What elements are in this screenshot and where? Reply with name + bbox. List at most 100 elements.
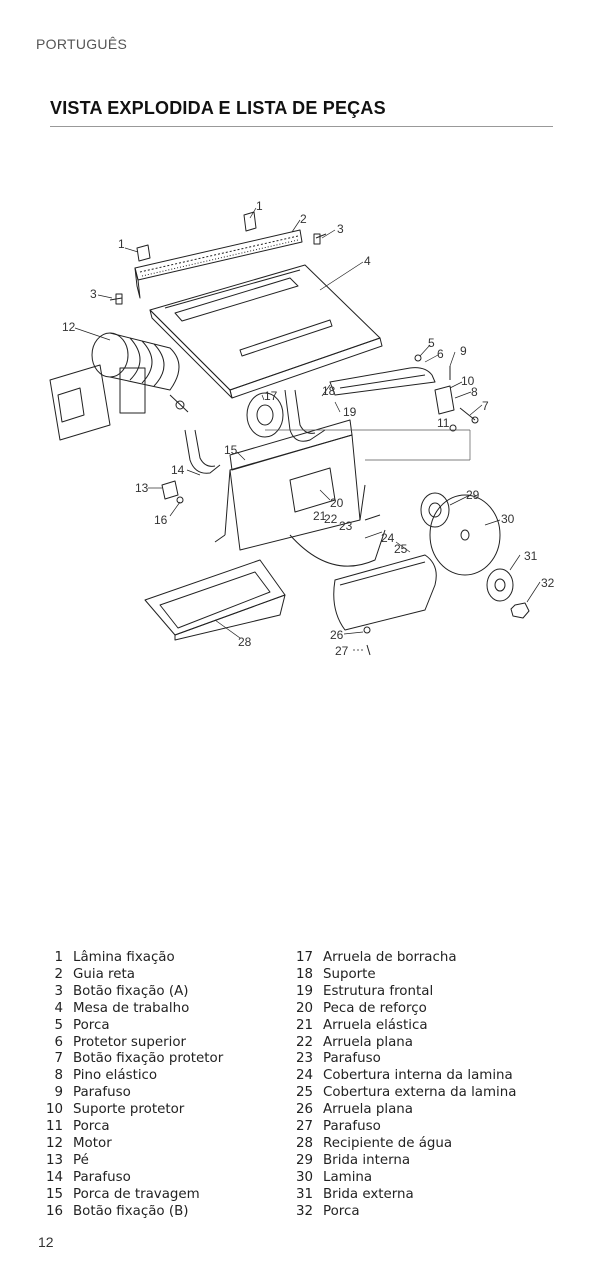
- callout-7: 7: [482, 399, 489, 413]
- part-number: 8: [54, 1068, 63, 1084]
- part-name: Botão fixação (B): [73, 1203, 189, 1219]
- page-title: VISTA EXPLODIDA E LISTA DE PEÇAS: [50, 98, 386, 118]
- clamp-blade-right: [243, 211, 257, 232]
- part-name: Parafuso: [73, 1085, 131, 1101]
- part-name: Motor: [73, 1135, 112, 1151]
- reinforcement-plate: [289, 467, 336, 513]
- part-number: 5: [54, 1017, 63, 1033]
- callout-9: 9: [460, 344, 467, 358]
- motor-part: [49, 332, 189, 441]
- callout-1b: 1: [118, 237, 125, 251]
- part-number: 30: [295, 1169, 313, 1185]
- callout-23: 23: [339, 519, 353, 533]
- upper-guard-part: [329, 367, 436, 396]
- part-number: 7: [54, 1051, 63, 1067]
- page-number: 12: [38, 1234, 54, 1250]
- callout-10: 10: [461, 374, 475, 388]
- part-name: Parafuso: [73, 1169, 131, 1185]
- part-row: 25 Cobertura externa da lamina: [290, 1085, 590, 1102]
- screw-27: [366, 644, 371, 656]
- inner-blade-cover: [289, 529, 386, 567]
- part-number: 10: [45, 1102, 63, 1118]
- part-row: 13 Pé: [40, 1153, 295, 1170]
- part-number: 1: [54, 950, 63, 965]
- foot-part: [161, 480, 179, 500]
- part-name: Porca: [73, 1017, 110, 1033]
- part-name: Lâmina fixação: [73, 950, 175, 965]
- part-name: Arruela de borracha: [323, 950, 457, 965]
- part-number: 27: [295, 1119, 313, 1135]
- part-number: 25: [295, 1085, 313, 1101]
- rubber-washer-part: [246, 392, 284, 438]
- part-number: 2: [54, 966, 63, 982]
- part-number: 12: [45, 1135, 63, 1151]
- part-row: 17 Arruela de borracha: [290, 950, 590, 967]
- part-number: 24: [295, 1068, 313, 1084]
- guard-support: [434, 385, 455, 415]
- part-name: Porca de travagem: [73, 1186, 200, 1202]
- work-table-part: [149, 264, 383, 399]
- part-name: Recipiente de água: [323, 1135, 453, 1151]
- part-row: 12 Motor: [40, 1136, 295, 1153]
- part-number: 23: [295, 1051, 313, 1067]
- callout-17: 17: [264, 389, 278, 403]
- callout-32: 32: [541, 576, 555, 590]
- callout-3b: 3: [90, 287, 97, 301]
- clamp-blade-left: [136, 244, 151, 262]
- callout-28: 28: [238, 635, 252, 649]
- callout-13: 13: [135, 481, 149, 495]
- callout-12: 12: [62, 320, 76, 334]
- knob-a-left: [109, 293, 123, 305]
- part-number: 19: [295, 983, 313, 999]
- part-number: 29: [295, 1152, 313, 1168]
- callout-15: 15: [224, 443, 238, 457]
- part-number: 16: [45, 1203, 63, 1219]
- part-number: 22: [295, 1034, 313, 1050]
- part-name: Cobertura interna da lamina: [323, 1068, 513, 1084]
- part-number: 13: [45, 1152, 63, 1168]
- part-number: 17: [295, 950, 313, 965]
- part-number: 20: [295, 1000, 313, 1016]
- part-name: Brida interna: [323, 1152, 411, 1168]
- washer-26: [363, 626, 371, 634]
- callout-6: 6: [437, 347, 444, 361]
- part-name: Peca de reforço: [323, 1000, 427, 1016]
- part-number: 6: [54, 1034, 63, 1050]
- part-row: 31 Brida externa: [290, 1187, 590, 1204]
- part-name: Pé: [73, 1152, 89, 1168]
- part-name: Mesa de trabalho: [73, 1000, 190, 1016]
- part-name: Arruela plana: [323, 1102, 413, 1118]
- part-name: Brida externa: [323, 1186, 414, 1202]
- part-number: 31: [295, 1186, 313, 1202]
- part-name: Arruela elástica: [323, 1017, 428, 1033]
- part-name: Porca: [323, 1203, 360, 1219]
- callout-20: 20: [330, 496, 344, 510]
- knob-a-right: [313, 233, 327, 245]
- blade-part: [429, 494, 501, 576]
- part-number: 21: [295, 1017, 313, 1033]
- callout-24: 24: [381, 531, 395, 545]
- nut-32: [510, 602, 530, 619]
- nut-11: [449, 424, 457, 432]
- callout-21: 21: [313, 509, 327, 523]
- part-number: 18: [295, 966, 313, 982]
- nut-5: [414, 354, 422, 362]
- part-name: Cobertura externa da lamina: [323, 1085, 517, 1101]
- part-row: 24 Cobertura interna da lamina: [290, 1068, 590, 1085]
